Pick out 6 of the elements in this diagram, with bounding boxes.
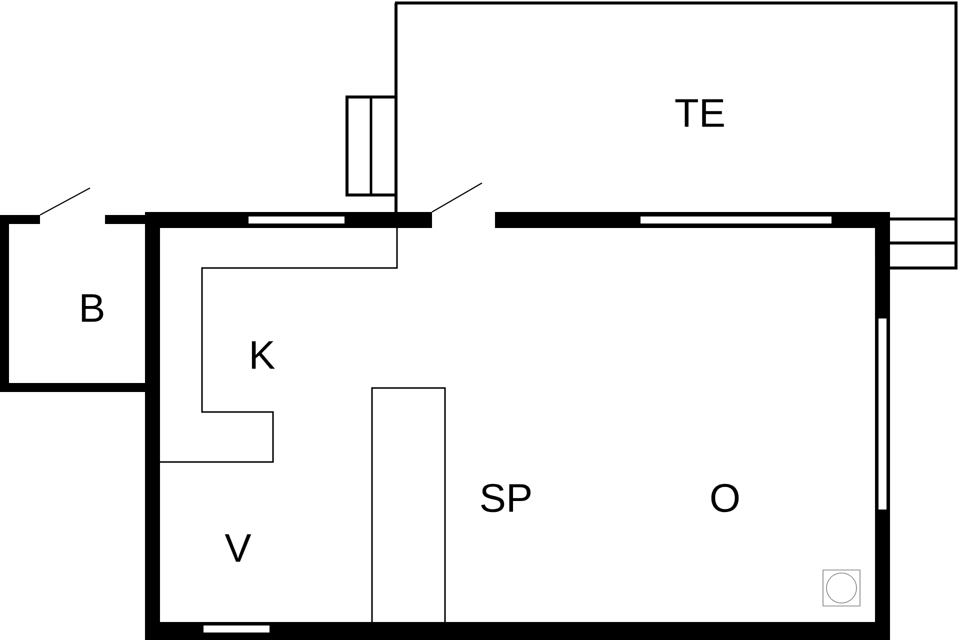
room-label: V <box>224 534 252 562</box>
room-label: K <box>252 341 275 369</box>
room-label: SP <box>481 484 531 512</box>
room-label: TE <box>675 99 724 127</box>
room-label: B <box>82 294 104 322</box>
room-label: O <box>711 484 739 512</box>
